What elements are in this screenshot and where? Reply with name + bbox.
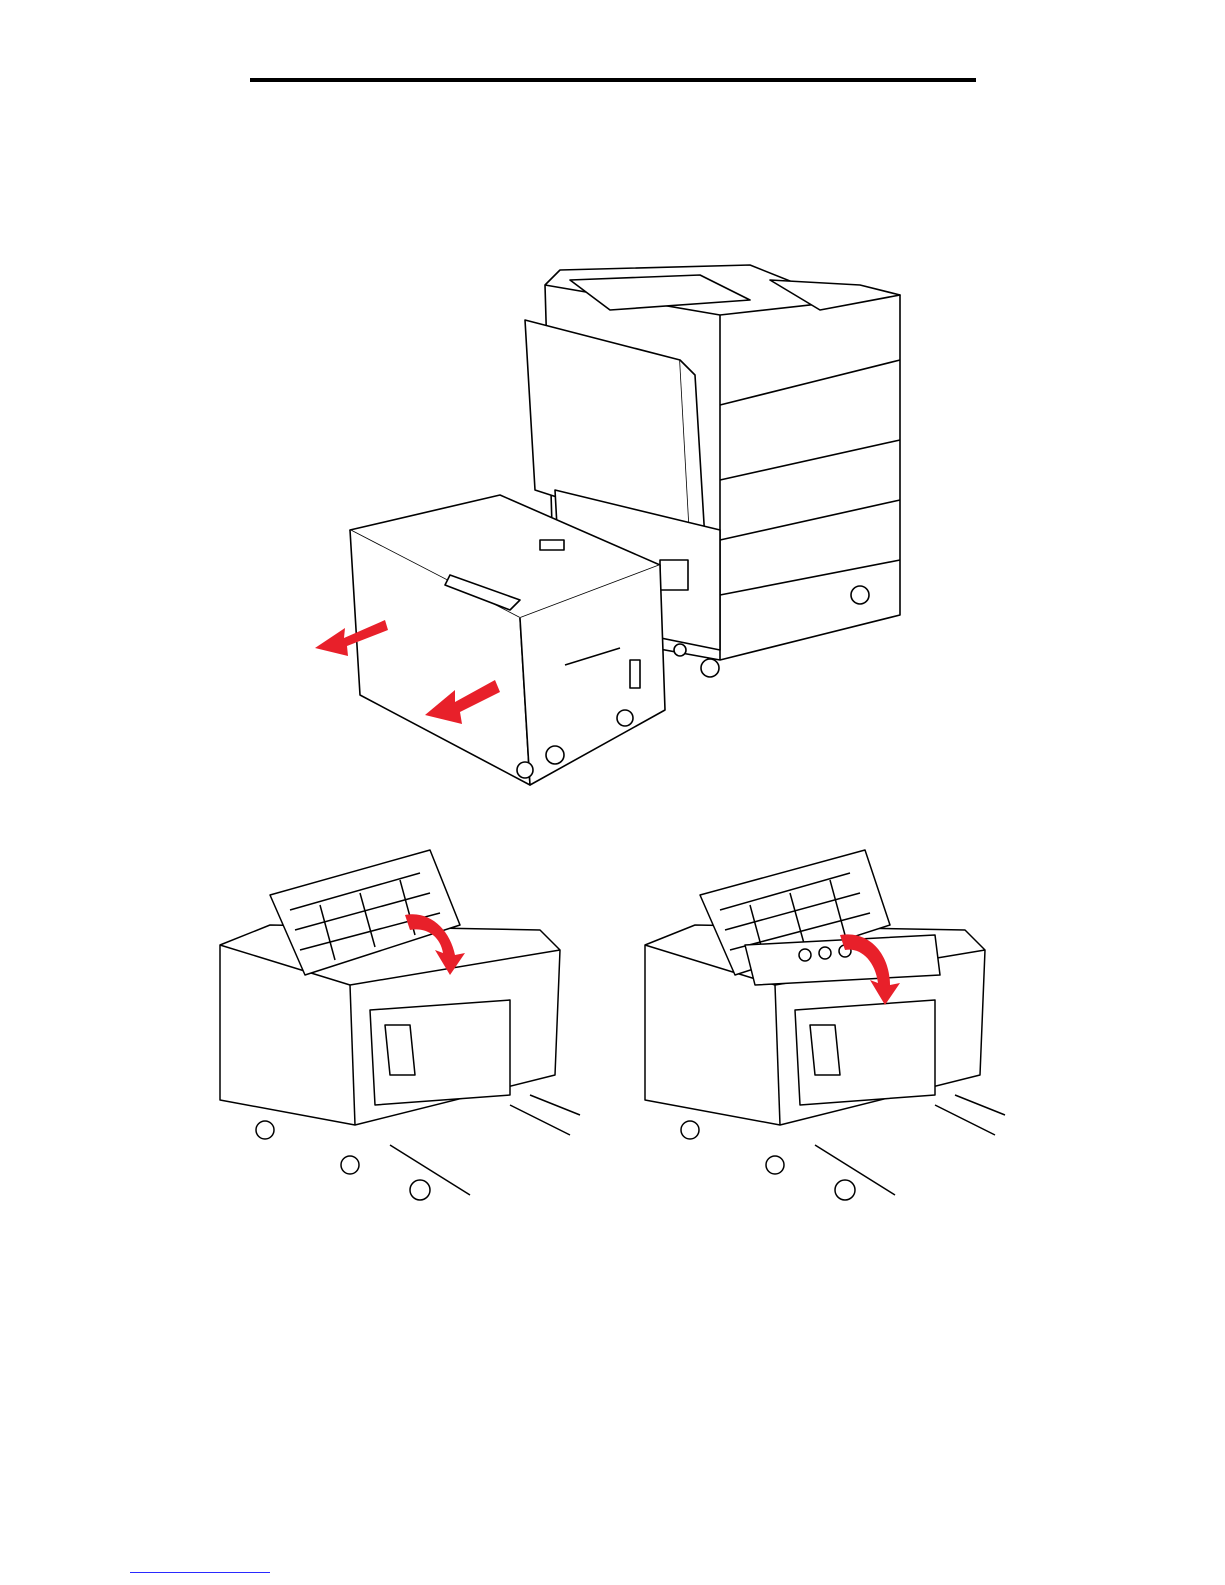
figure-open-cover — [210, 835, 590, 1215]
feeder-inner-cover-illustration — [635, 835, 1015, 1215]
footer-link-underline[interactable] — [130, 1572, 270, 1573]
printer-feeder-illustration — [300, 240, 920, 800]
feeder-cover-illustration — [210, 835, 590, 1215]
figure-pull-feeder — [300, 240, 920, 800]
figure-open-inner-cover — [635, 835, 1015, 1215]
header-rule — [250, 78, 976, 82]
